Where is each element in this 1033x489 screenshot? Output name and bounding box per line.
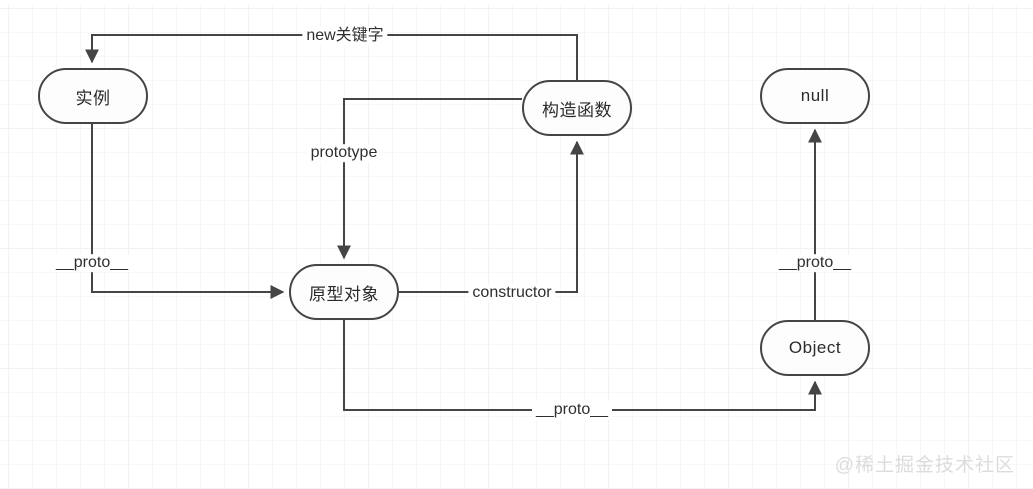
- edge-instance-proto: [91, 124, 285, 299]
- node-null-label: null: [800, 86, 830, 105]
- watermark: @稀土掘金技术社区: [834, 455, 1015, 476]
- top-strip: [0, 0, 1033, 5]
- edge-label-instance-proto: __proto__: [51, 254, 133, 272]
- node-object-label: Object: [788, 338, 842, 357]
- node-instance-label: 实例: [75, 88, 111, 108]
- node-prototype-object-label: 原型对象: [309, 284, 379, 304]
- node-instance[interactable]: 实例: [38, 68, 148, 124]
- edge-label-object-proto: __proto__: [774, 254, 856, 272]
- edge-prototype: [337, 98, 522, 260]
- node-prototype-object[interactable]: 原型对象: [289, 264, 399, 320]
- edge-label-prototype: prototype: [306, 144, 382, 162]
- edge-label-constructor: constructor: [468, 284, 556, 302]
- node-constructor[interactable]: 构造函数: [522, 80, 632, 136]
- node-object[interactable]: Object: [760, 320, 870, 376]
- edge-prototype-proto-object: [343, 320, 822, 411]
- node-null[interactable]: null: [760, 68, 870, 124]
- edge-constructor: [399, 140, 584, 293]
- edge-label-prototype-proto: __proto__: [531, 401, 613, 419]
- node-constructor-label: 构造函数: [542, 100, 612, 120]
- edge-label-new-keyword: new关键字: [302, 27, 388, 45]
